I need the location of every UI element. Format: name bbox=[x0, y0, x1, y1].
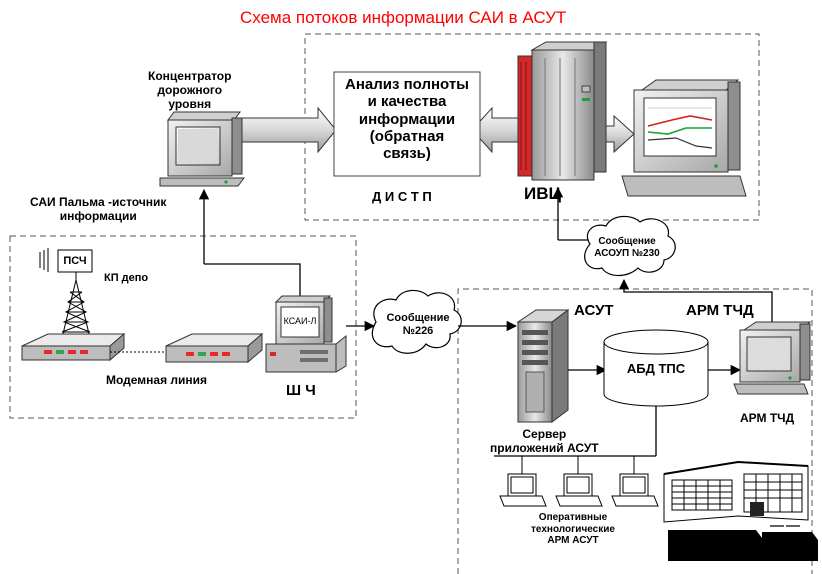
sai-source-line-1: САИ Пальма -источник bbox=[30, 195, 167, 209]
concentrator-label: Концентратор дорожного уровня bbox=[148, 69, 232, 111]
analysis-line-1: Анализ полноты bbox=[345, 76, 469, 93]
distp-label: Д И С Т П bbox=[372, 189, 432, 204]
analysis-box bbox=[333, 71, 481, 177]
modem-line-label: Модемная линия bbox=[106, 373, 208, 387]
arm-to-cloud230-line bbox=[618, 278, 773, 326]
message-226-cloud bbox=[371, 289, 462, 354]
concentrator-label-line-2: дорожного bbox=[157, 82, 223, 97]
asut-server-icon bbox=[516, 309, 570, 423]
operative-line-1: Оперативные bbox=[538, 512, 608, 523]
abd-tps-label: АБД ТПС bbox=[626, 361, 686, 376]
msg230-label: Сообщение АСОУП №230 bbox=[586, 236, 668, 259]
asut-label: АСУТ bbox=[574, 302, 614, 319]
server-label: Сервер приложений АСУТ bbox=[490, 427, 599, 456]
concentrator-label-line-1: Концентратор bbox=[148, 69, 232, 83]
laptop-3-icon bbox=[611, 456, 659, 507]
arm-tchd-top-label: АРМ ТЧД bbox=[686, 302, 754, 319]
sai-source-label: САИ Пальма -источник информации bbox=[30, 195, 167, 224]
concentrator-label-line-3: уровня bbox=[168, 96, 212, 111]
flow-arrow-to-analysis bbox=[241, 106, 337, 154]
operative-line-2: технологические bbox=[531, 523, 615, 535]
msg230-line-2: АСОУП №230 bbox=[594, 247, 660, 259]
server-line-2: приложений АСУТ bbox=[490, 440, 599, 455]
laptop-1-icon bbox=[499, 456, 547, 507]
ivc-label: ИВЦ bbox=[524, 184, 561, 203]
sai-source-line-2: информации bbox=[59, 208, 137, 223]
asut-region bbox=[457, 288, 813, 574]
flow-arrow-back-to-analysis bbox=[471, 106, 521, 154]
psch-label: ПСЧ bbox=[63, 255, 87, 267]
msg226-label: Сообщение №226 bbox=[378, 312, 458, 337]
depot-region bbox=[9, 235, 357, 419]
modem-left-icon bbox=[21, 332, 126, 362]
analysis-line-3: информации bbox=[358, 110, 456, 128]
psch-box bbox=[57, 249, 93, 273]
concentrator-computer-icon bbox=[159, 111, 245, 187]
shch-to-concentrator-line bbox=[204, 263, 301, 302]
kp-depo-label: КП депо bbox=[104, 272, 149, 284]
server-line-1: Сервер bbox=[522, 427, 567, 441]
diagram-title: Схема потоков информации САИ в АСУТ bbox=[240, 8, 567, 27]
message-230-cloud bbox=[584, 215, 676, 277]
operative-line-3: АРМ АСУТ bbox=[547, 535, 599, 546]
modem-right-icon bbox=[165, 332, 264, 364]
arm-chart-computer-icon bbox=[621, 79, 747, 197]
analysis-line-4: (обратная bbox=[369, 127, 445, 145]
locomotive-icon bbox=[668, 525, 818, 561]
ksai-label: КСАИ-Л bbox=[283, 316, 317, 326]
depot-building-icon bbox=[663, 460, 809, 523]
msg226-line-2: №226 bbox=[402, 324, 434, 337]
analysis-line-5: связь) bbox=[383, 145, 431, 162]
radio-tower-icon bbox=[39, 248, 91, 339]
ksai-computer-icon bbox=[265, 295, 347, 373]
operative-label: Оперативные технологические АРМ АСУТ bbox=[508, 512, 638, 547]
analysis-line-2: и качества bbox=[367, 93, 447, 111]
ivc-mainframe-icon bbox=[517, 41, 608, 181]
shch-label: Ш Ч bbox=[286, 382, 316, 399]
arm-tchd-bottom-label: АРМ ТЧД bbox=[740, 411, 795, 425]
analysis-label: Анализ полноты и качества информации (об… bbox=[334, 76, 480, 162]
msg230-line-1: Сообщение bbox=[598, 236, 656, 247]
msg226-line-1: Сообщение bbox=[386, 312, 450, 324]
laptop-2-icon bbox=[555, 456, 603, 507]
arm-tchd-computer-icon bbox=[733, 321, 812, 395]
